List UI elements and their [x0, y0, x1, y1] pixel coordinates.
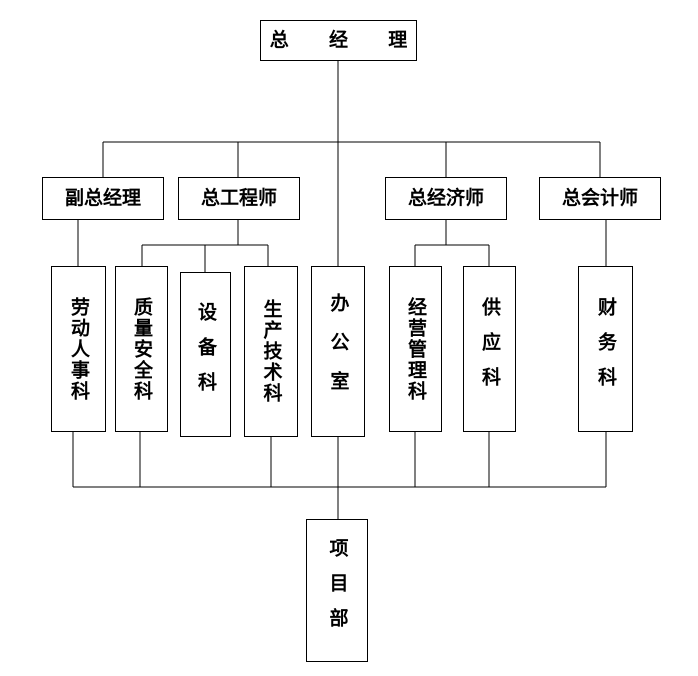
node-chief-economist[interactable]: 总经济师: [385, 177, 507, 220]
node-general-manager[interactable]: 总 经 理: [260, 20, 417, 61]
node-finance-dept-label: 财务科: [595, 296, 617, 402]
node-chief-engineer-label: 总工程师: [200, 187, 277, 209]
node-deputy-general-manager[interactable]: 副总经理: [42, 177, 164, 220]
node-chief-accountant[interactable]: 总会计师: [539, 177, 661, 220]
node-equipment-dept-label: 设备科: [195, 302, 217, 407]
node-equipment-dept[interactable]: 设备科: [180, 272, 231, 437]
node-chief-engineer[interactable]: 总工程师: [178, 177, 300, 220]
node-business-mgmt-dept-label: 经营管理科: [405, 296, 427, 402]
node-supply-dept-label: 供应科: [479, 296, 501, 402]
node-chief-accountant-label: 总会计师: [561, 187, 638, 209]
node-business-mgmt-dept[interactable]: 经营管理科: [389, 266, 442, 432]
node-labor-personnel-dept[interactable]: 劳动人事科: [51, 266, 106, 432]
node-deputy-general-manager-label: 副总经理: [64, 187, 141, 209]
node-chief-economist-label: 总经济师: [407, 187, 484, 209]
node-general-manager-label: 总 经 理: [269, 29, 417, 51]
node-quality-safety-dept-label: 质量安全科: [131, 296, 153, 402]
node-project-dept-label: 项目部: [326, 538, 349, 643]
node-production-tech-dept[interactable]: 生产技术科: [244, 266, 298, 437]
node-project-dept[interactable]: 项目部: [306, 519, 368, 662]
node-office-label: 办公室: [327, 293, 350, 410]
node-labor-personnel-dept-label: 劳动人事科: [68, 296, 90, 402]
node-office[interactable]: 办公室: [311, 266, 365, 437]
node-quality-safety-dept[interactable]: 质量安全科: [115, 266, 168, 432]
node-finance-dept[interactable]: 财务科: [578, 266, 633, 432]
node-production-tech-dept-label: 生产技术科: [260, 299, 283, 404]
node-supply-dept[interactable]: 供应科: [463, 266, 516, 432]
